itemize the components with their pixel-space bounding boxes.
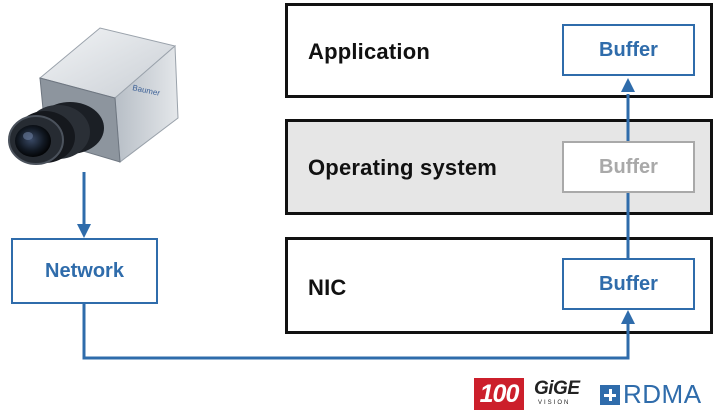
plus-icon: [600, 385, 620, 405]
nic-label: NIC: [308, 275, 347, 300]
nic-buffer: Buffer: [562, 258, 695, 310]
camera-image: Baumer: [8, 27, 179, 165]
camera-to-network-arrow: [77, 172, 91, 238]
application-label: Application: [308, 39, 430, 64]
operating-system-label: Operating system: [308, 155, 498, 180]
network-box: Network: [11, 238, 158, 304]
application-buffer: Buffer: [562, 24, 695, 76]
gige-vision-logo: GiGE VISION: [532, 378, 590, 410]
hundred-gige-badge: 100: [474, 378, 524, 410]
operating-system-buffer: Buffer: [562, 141, 695, 193]
gige-vision-subtext: VISION: [538, 400, 571, 406]
rdma-logo-text: RDMA: [623, 379, 702, 409]
gige-logo-text: GiGE: [534, 378, 580, 399]
